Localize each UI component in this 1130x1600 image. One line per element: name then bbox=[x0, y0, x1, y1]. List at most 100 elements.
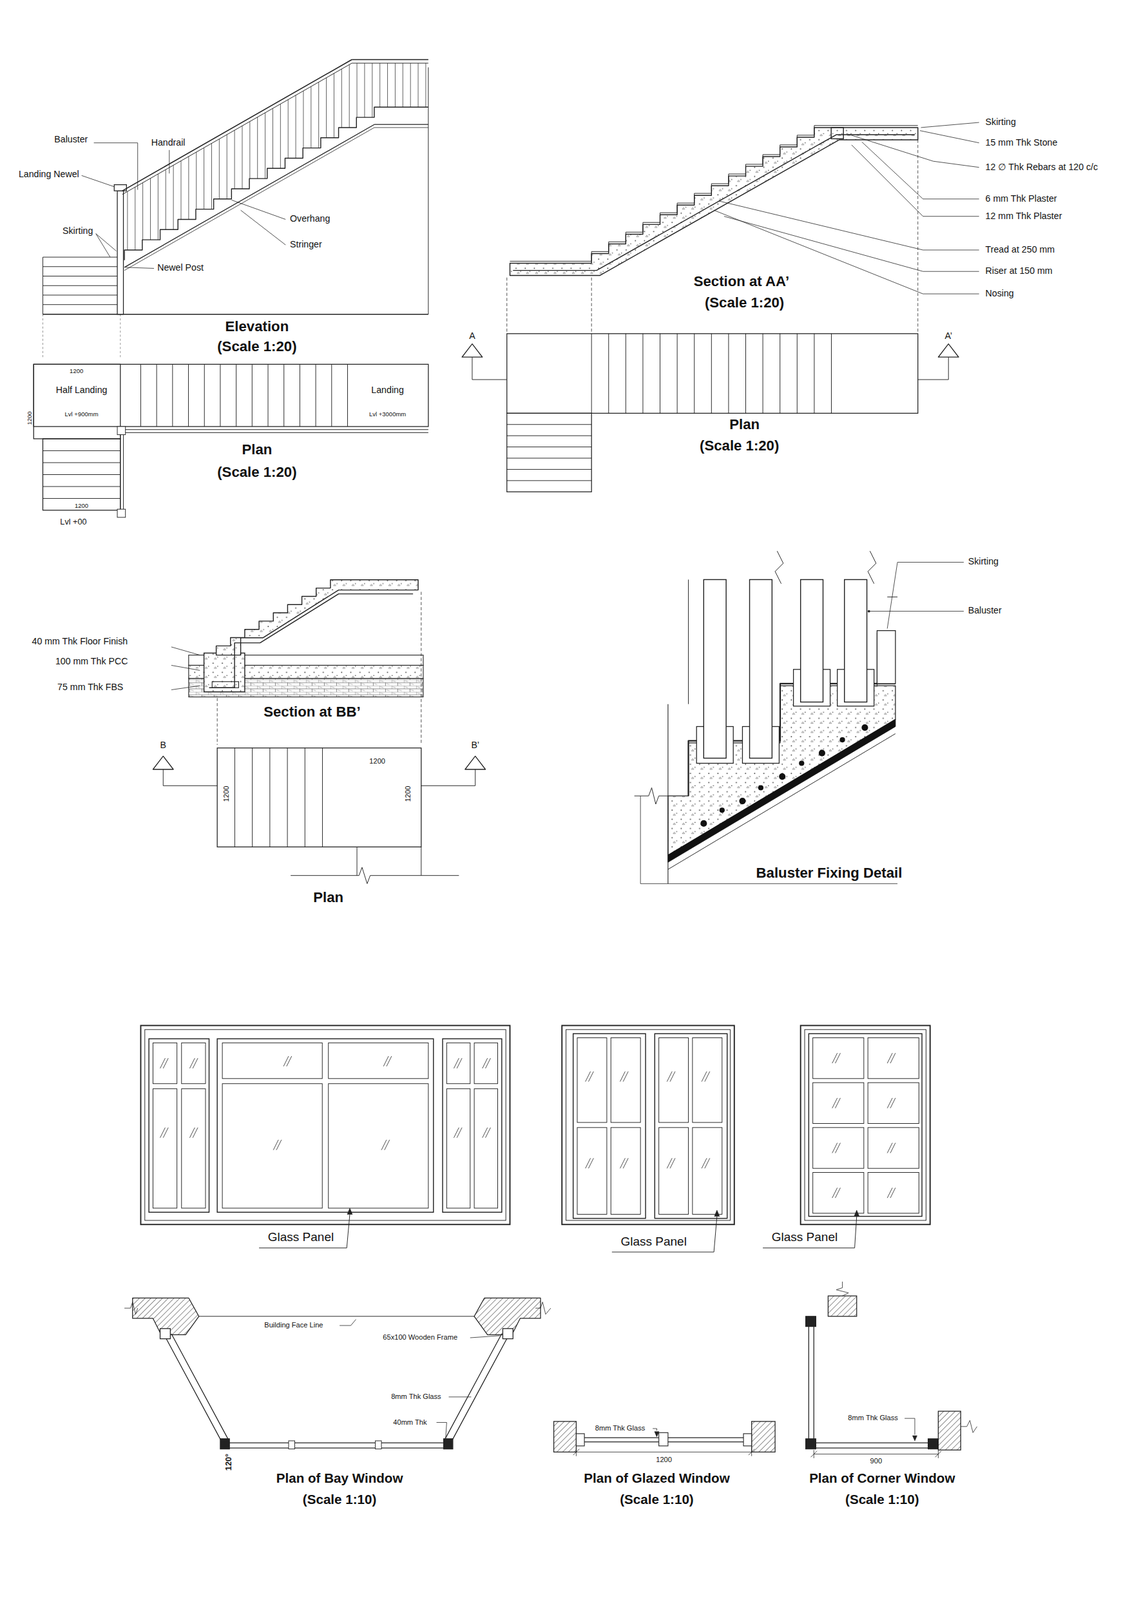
break-line bbox=[290, 867, 459, 884]
glass-pane bbox=[813, 1127, 864, 1169]
leader-line bbox=[171, 685, 200, 690]
leader-line bbox=[436, 1421, 448, 1438]
window-frame bbox=[561, 1024, 735, 1225]
tread-line bbox=[507, 469, 592, 470]
drawing-title: (Scale 1:20) bbox=[215, 338, 298, 355]
stringer bbox=[374, 124, 429, 125]
baluster bbox=[363, 63, 365, 118]
window-line bbox=[813, 1316, 815, 1443]
mullion bbox=[659, 1432, 669, 1446]
glass-mark bbox=[453, 1127, 459, 1138]
annotation-label: 8mm Thk Glass bbox=[593, 1423, 647, 1432]
rebar-dot bbox=[778, 773, 786, 780]
annotation-label: Handrail bbox=[150, 137, 187, 149]
drawing-title: (Scale 1:20) bbox=[703, 295, 786, 311]
building-face-line bbox=[199, 1315, 475, 1317]
tread-line bbox=[172, 363, 173, 427]
glass-mark bbox=[670, 1157, 676, 1169]
glass-mark bbox=[588, 1071, 594, 1082]
window-line bbox=[450, 1336, 509, 1443]
drawing-line bbox=[811, 1450, 817, 1458]
window-sash bbox=[654, 1033, 727, 1219]
glass-mark bbox=[622, 1157, 629, 1169]
lower-flight bbox=[42, 438, 120, 511]
tread-line bbox=[42, 474, 120, 475]
glass-mark bbox=[160, 1057, 166, 1069]
break-line bbox=[124, 1302, 138, 1315]
window-line bbox=[171, 1333, 229, 1440]
handrail-plan bbox=[120, 432, 429, 433]
skirting bbox=[876, 630, 895, 684]
drawing-line bbox=[573, 1448, 580, 1456]
glass-mark bbox=[585, 1157, 591, 1169]
drawing-title: (Scale 1:10) bbox=[843, 1492, 920, 1507]
glass-mark bbox=[283, 1055, 289, 1067]
tread-line bbox=[322, 747, 323, 848]
annotation-label: Baluster bbox=[52, 134, 89, 145]
window-line bbox=[228, 1446, 446, 1448]
window-sash bbox=[217, 1038, 434, 1212]
rebar-dot bbox=[719, 807, 725, 813]
glass-mark bbox=[485, 1127, 491, 1138]
baluster bbox=[264, 112, 266, 179]
annotation-label: 8mm Thk Glass bbox=[389, 1392, 442, 1400]
annotation-label: Skirting bbox=[61, 226, 95, 237]
drawing-title: 120° bbox=[224, 1451, 234, 1471]
leader-line bbox=[240, 210, 287, 245]
tread-line bbox=[219, 363, 221, 427]
half-landing bbox=[33, 363, 121, 439]
glass-mark bbox=[887, 1187, 893, 1198]
baluster bbox=[425, 63, 426, 107]
tread-line bbox=[762, 333, 764, 414]
tread-line bbox=[507, 423, 592, 425]
concrete-steps bbox=[668, 685, 896, 855]
rebar-dot bbox=[700, 820, 707, 827]
annotation-label: 1200 bbox=[26, 409, 33, 426]
leader-line bbox=[168, 150, 170, 174]
annotation-label: Newel Post bbox=[155, 262, 205, 274]
leader-line bbox=[887, 562, 964, 629]
glass-mark bbox=[890, 1142, 896, 1154]
glass-mark bbox=[835, 1097, 841, 1109]
glass-pane bbox=[610, 1037, 641, 1122]
window-sash bbox=[148, 1038, 209, 1212]
wooden-frame bbox=[443, 1438, 453, 1449]
illustration bbox=[33, 59, 979, 1458]
leader-line bbox=[869, 610, 964, 612]
baluster bbox=[302, 90, 304, 149]
tread-line bbox=[507, 479, 592, 481]
wall-section bbox=[827, 1295, 857, 1317]
newel-plan bbox=[117, 426, 126, 435]
drawing-line bbox=[356, 846, 358, 875]
annotation-label: 40 mm Thk Floor Finish bbox=[30, 636, 130, 647]
break-line bbox=[775, 550, 784, 584]
glass-pane bbox=[328, 1042, 429, 1078]
glass-pane bbox=[474, 1042, 498, 1083]
projection-line bbox=[420, 591, 422, 745]
wooden-frame bbox=[220, 1438, 230, 1449]
baluster bbox=[219, 139, 220, 200]
tread-line bbox=[608, 333, 609, 414]
glass-mark bbox=[832, 1187, 838, 1198]
baluster bbox=[402, 63, 404, 107]
tread-line bbox=[711, 333, 712, 414]
leader-line bbox=[339, 1319, 356, 1326]
glass-mark bbox=[588, 1157, 594, 1169]
baluster bbox=[410, 63, 412, 107]
lower-flight-step bbox=[42, 257, 118, 258]
drawing-title: Plan bbox=[240, 441, 274, 458]
lower-flight-step bbox=[42, 313, 118, 315]
tread-line bbox=[156, 363, 158, 427]
baluster bbox=[249, 121, 250, 180]
glass-mark bbox=[160, 1127, 166, 1138]
tread-line bbox=[507, 446, 592, 448]
handrail-plan bbox=[119, 426, 121, 515]
annotation-label: Lvl +900mm bbox=[63, 410, 100, 417]
break-line bbox=[634, 787, 669, 804]
rebar-loop bbox=[831, 127, 844, 139]
glass-mark bbox=[286, 1055, 292, 1067]
tread-line bbox=[42, 450, 120, 451]
lower-flight-step bbox=[42, 285, 118, 287]
window-line bbox=[228, 1442, 446, 1444]
stringer bbox=[374, 126, 429, 128]
